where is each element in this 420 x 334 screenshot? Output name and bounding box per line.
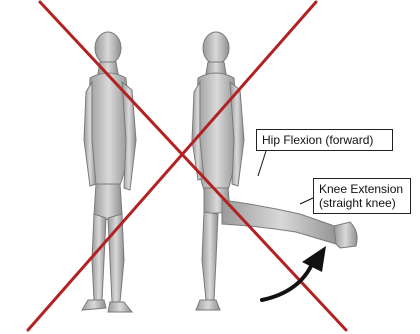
hip-leader-line [258,151,266,176]
knee-extension-label: Knee Extension (straight knee) [313,178,411,214]
knee-extension-text-line1: Knee Extension [319,182,405,196]
knee-leader-line [300,198,313,204]
hip-flexion-text: Hip Flexion (forward) [262,133,373,147]
hip-flexion-label: Hip Flexion (forward) [256,129,393,151]
knee-extension-text-line2: (straight knee) [319,196,405,210]
leg-raise-figure [192,32,357,310]
